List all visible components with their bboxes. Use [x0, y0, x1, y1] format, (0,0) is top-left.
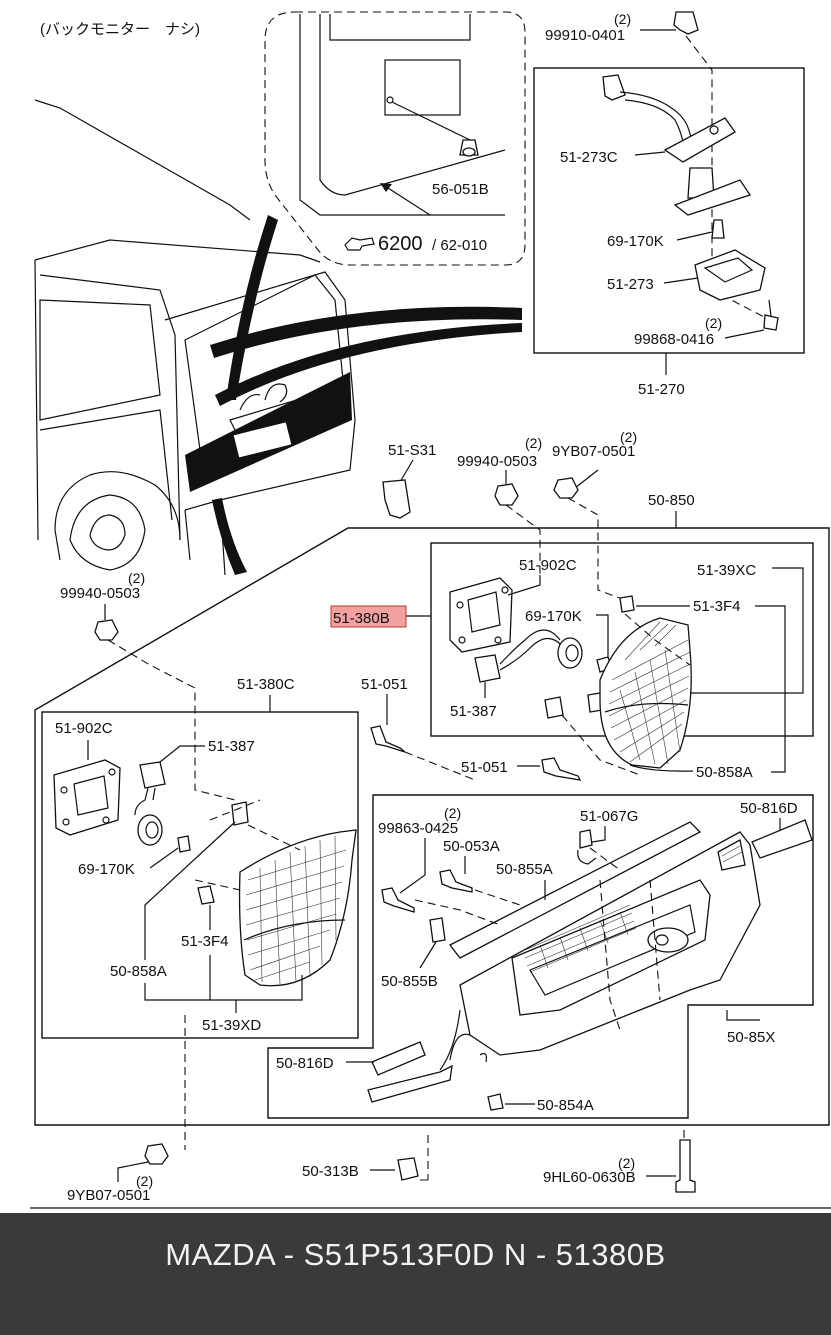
label-51-387-r: 51-387: [450, 703, 497, 720]
label-50-816D-r: 50-816D: [740, 800, 798, 817]
qty-9YB07-0501-b: (2): [136, 1173, 153, 1189]
qty-99940-0503-b: (2): [128, 570, 145, 586]
label-9HL60-0630B: 9HL60-0630B: [543, 1169, 636, 1186]
label-50-858A-l: 50-858A: [110, 963, 167, 980]
qty-99940-0503-a: (2): [525, 435, 542, 451]
label-51-380B: 51-380B: [333, 610, 390, 627]
footer-part-info: MAZDA - S51P513F0D N - 51380B: [165, 1237, 666, 1272]
label-69-170K-l: 69-170K: [78, 861, 135, 878]
label-56-051B: 56-051B: [432, 181, 489, 198]
label-99863-0425: 99863-0425: [378, 820, 458, 837]
label-51-902C-r: 51-902C: [519, 557, 577, 574]
qty-99910-0401: (2): [614, 11, 631, 27]
label-51-051-b: 51-051: [461, 759, 508, 776]
vehicle-rear-sketch: [34, 99, 522, 576]
nut-9YB07-0501-b: [144, 1143, 169, 1165]
label-50-313B: 50-313B: [302, 1163, 359, 1180]
label-50-855B: 50-855B: [381, 973, 438, 990]
label-9YB07-0501-b: 9YB07-0501: [67, 1187, 150, 1204]
screw-51-051-b: [541, 757, 582, 781]
label-50-858A-r: 50-858A: [696, 764, 753, 781]
qty-9HL60-0630B: (2): [618, 1155, 635, 1171]
assembly-frame-50-850: [34, 527, 830, 1126]
bolt-9HL60-0630B: [675, 1139, 696, 1193]
label-51-3F4-l: 51-3F4: [181, 933, 229, 950]
label-51-067G: 51-067G: [580, 808, 638, 825]
label-99910-0401: 99910-0401: [545, 27, 625, 44]
label-99940-0503-a: 99940-0503: [457, 453, 537, 470]
screw-51-051-a: [370, 725, 406, 753]
qty-99863-0425: (2): [444, 805, 461, 821]
label-51-051-a: 51-051: [361, 676, 408, 693]
reference-sub: / 62-010: [432, 237, 487, 254]
label-50-85X: 50-85X: [727, 1029, 775, 1046]
qty-99868-0416: (2): [705, 315, 722, 331]
label-50-855A: 50-855A: [496, 861, 553, 878]
clip-50-313B: [397, 1157, 419, 1181]
label-51-39XD: 51-39XD: [202, 1017, 261, 1034]
clip-99910-0401: [673, 11, 699, 35]
qty-9YB07-0501-a: (2): [620, 429, 637, 445]
label-51-3F4-r: 51-3F4: [693, 598, 741, 615]
label-51-273C: 51-273C: [560, 149, 618, 166]
garnish-box: [267, 794, 814, 1119]
label-51-S31: 51-S31: [388, 442, 436, 459]
nut-99940-0503-a: [494, 483, 519, 506]
label-99940-0503-b: 99940-0503: [60, 585, 140, 602]
label-51-270: 51-270: [638, 381, 685, 398]
left-lamp-parts: [53, 759, 357, 987]
parts-diagram: (バックモニター ナシ) 56-051B 6200 / 62-010: [30, 11, 831, 1209]
label-69-170K-top: 69-170K: [607, 233, 664, 250]
label-99868-0416: 99868-0416: [634, 331, 714, 348]
label-51-902C-l: 51-902C: [55, 720, 113, 737]
label-50-854A: 50-854A: [537, 1097, 594, 1114]
liftgate-outline: [299, 14, 506, 216]
license-lamp-box: [533, 67, 805, 354]
label-51-273: 51-273: [607, 276, 654, 293]
license-recess: [384, 59, 461, 116]
footer-bar: MAZDA - S51P513F0D N - 51380B: [0, 1213, 831, 1335]
nut-9YB07-0501-a: [553, 477, 579, 499]
label-9YB07-0501-a: 9YB07-0501: [552, 443, 635, 460]
reference-page: 6200: [378, 233, 423, 255]
label-51-380C: 51-380C: [237, 676, 295, 693]
clip-51-S31: [382, 479, 411, 519]
label-51-39XC: 51-39XC: [697, 562, 756, 579]
left-lamp-box: [41, 711, 359, 1039]
label-51-387-l: 51-387: [208, 738, 255, 755]
reference-hand-icon: [344, 237, 375, 251]
label-50-053A: 50-053A: [443, 838, 500, 855]
liftgate-inset-frame: [264, 11, 526, 266]
header-note: (バックモニター ナシ): [40, 21, 200, 38]
label-50-816D-l: 50-816D: [276, 1055, 334, 1072]
nut-99940-0503-b: [94, 619, 119, 641]
label-50-850: 50-850: [648, 492, 695, 509]
garnish-parts: [367, 819, 813, 1111]
right-lamp-parts: [449, 577, 692, 769]
label-69-170K-r: 69-170K: [525, 608, 582, 625]
license-lamp-assembly: [602, 74, 779, 331]
